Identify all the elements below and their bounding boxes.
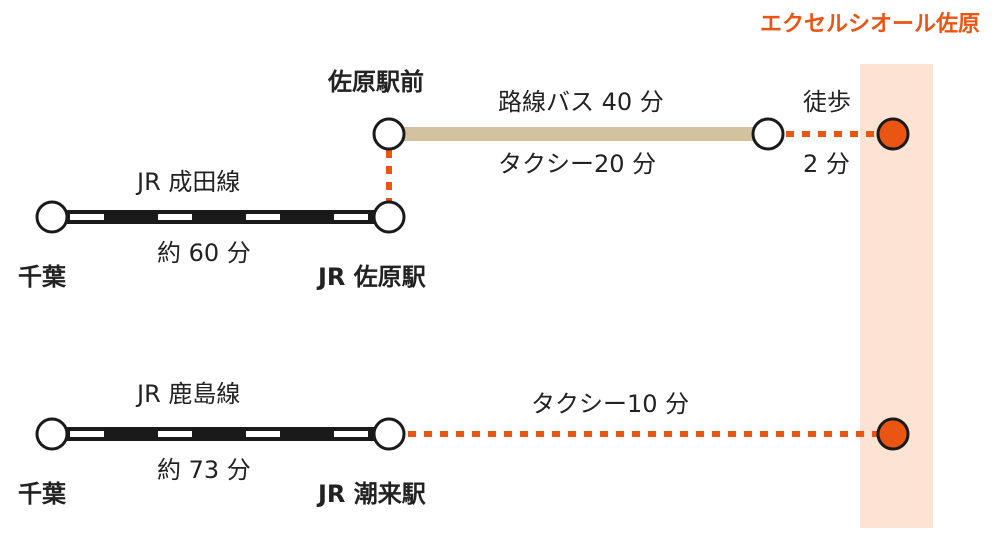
narita-line-track — [52, 210, 389, 224]
node-jr-sawara — [372, 200, 406, 234]
kashima-duration-label: 約 73 分 — [157, 456, 251, 484]
kashima-line-label: JR 鹿島線 — [137, 380, 241, 408]
narita-line-white-segments — [70, 214, 368, 220]
jr-sawara-label: JR 佐原駅 — [318, 263, 426, 291]
narita-duration-label: 約 60 分 — [157, 239, 251, 267]
walk-label: 徒歩 — [803, 88, 851, 116]
node-sawara-ekimae — [372, 117, 406, 151]
destination-label: エクセルシオール佐原 — [760, 12, 981, 37]
bus-stop-label: 佐原駅前 — [328, 68, 424, 96]
node-chiba-1 — [35, 200, 69, 234]
jr-itako-label: JR 潮来駅 — [318, 480, 426, 508]
node-jr-itako — [372, 417, 406, 451]
taxi-time-label-2: タクシー10 分 — [531, 390, 690, 418]
node-destination-2 — [876, 417, 910, 451]
origin-label-1: 千葉 — [18, 263, 66, 291]
walk-time-label: 2 分 — [803, 150, 850, 178]
node-destination-1 — [876, 117, 910, 151]
bus-time-label: 路線バス 40 分 — [498, 88, 664, 116]
taxi-time-label-1: タクシー20 分 — [498, 150, 657, 178]
origin-label-2: 千葉 — [18, 480, 66, 508]
node-chiba-2 — [35, 417, 69, 451]
node-bus-stop-arrival — [751, 117, 785, 151]
kashima-line-track — [52, 427, 389, 441]
kashima-line-white-segments — [70, 431, 368, 437]
narita-line-label: JR 成田線 — [137, 168, 241, 196]
